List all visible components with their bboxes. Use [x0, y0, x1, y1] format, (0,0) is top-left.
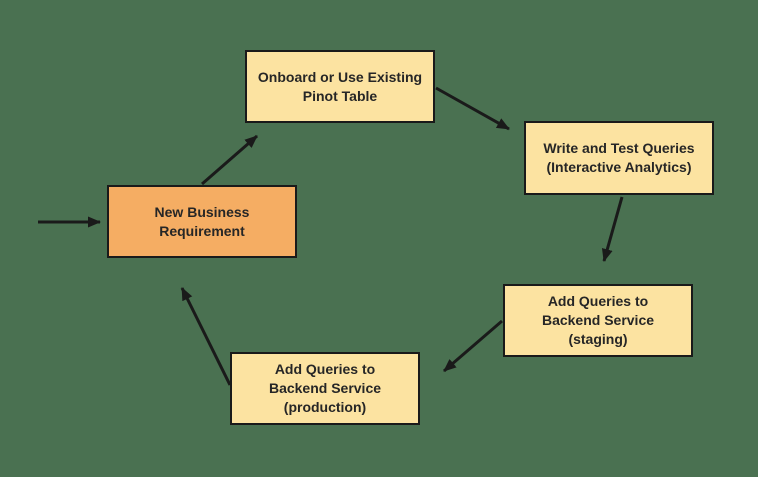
node-label-line: Write and Test Queries — [543, 140, 695, 156]
node-add-queries-staging: Add Queries to Backend Service (staging) — [503, 284, 693, 357]
node-label-line: (Interactive Analytics) — [546, 159, 692, 175]
node-label-line: Backend Service — [541, 312, 655, 328]
node-label-line: Pinot Table — [302, 87, 378, 104]
node-add-queries-production: Add Queries to Backend Service (producti… — [230, 352, 420, 425]
node-label-line: (production) — [283, 399, 367, 415]
node-write-test-queries: Write and Test Queries (Interactive Anal… — [524, 121, 714, 195]
node-label-line: (staging) — [568, 331, 628, 347]
arrow-staging-to-production — [443, 319, 503, 373]
node-label-line: Add Queries to — [274, 361, 376, 377]
node-label-line: Requirement — [159, 222, 245, 239]
node-label-line: Onboard or Use Existing — [257, 68, 423, 85]
arrow-production-to-new-business — [180, 287, 232, 386]
node-label-line: Backend Service — [268, 380, 382, 396]
arrow-write-test-to-staging — [601, 196, 624, 262]
arrow-onboard-to-write-test — [435, 86, 510, 131]
node-label-line: New Business — [154, 203, 250, 220]
node-label-line: Add Queries to — [547, 293, 649, 309]
node-new-business-requirement: New Business Requirement — [107, 185, 297, 258]
arrow-new-business-to-onboard — [201, 134, 258, 186]
node-onboard-pinot-table: Onboard or Use Existing Pinot Table — [245, 50, 435, 123]
